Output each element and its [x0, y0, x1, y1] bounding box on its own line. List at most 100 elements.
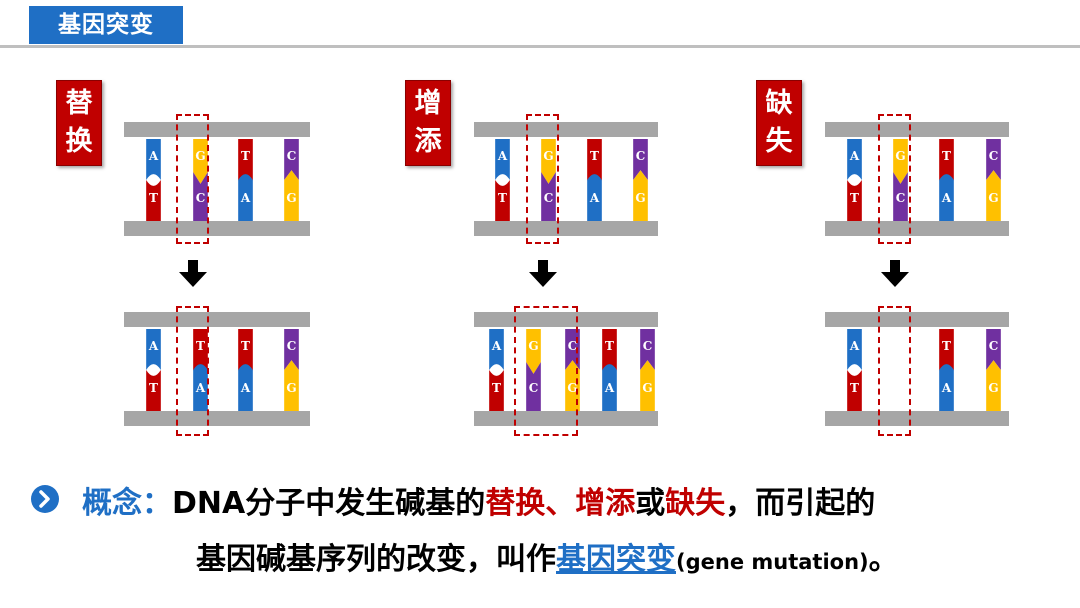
base-letter: G [895, 149, 906, 163]
base-letter: G [567, 381, 578, 395]
base-letter: A [849, 149, 860, 163]
backbone-bottom [124, 411, 310, 426]
base-pair-shape [284, 138, 299, 221]
base-C-top [640, 328, 655, 370]
base-letter: T [605, 339, 614, 353]
base-pair-shape [489, 328, 504, 411]
base-letter: C [567, 339, 578, 353]
base-letter: A [941, 191, 952, 205]
highlight-box-after [878, 306, 911, 436]
base-letter: T [590, 149, 599, 163]
base-letter: T [492, 381, 501, 395]
base-letter: C [286, 149, 297, 163]
concept-keyword-2: 缺失 [665, 486, 726, 521]
chevron-right-icon [31, 485, 59, 513]
arrow-down-icon [528, 260, 558, 288]
base-C-bottom [541, 172, 556, 221]
label-substitution-char-2: 换 [65, 126, 93, 157]
base-A-bottom [238, 174, 253, 221]
base-pair-shape [633, 138, 648, 221]
base-pair-shape [526, 328, 541, 411]
base-letter: A [497, 149, 508, 163]
highlight-box-before [176, 114, 209, 244]
label-substitution-char-1: 替 [65, 88, 93, 119]
concept-line-1: 概念：DNA分子中发生碱基的替换、增添或缺失，而引起的 [82, 478, 875, 522]
base-A-bottom [939, 364, 954, 411]
base-C-top [633, 138, 648, 180]
concept-text-2: 或 [635, 486, 666, 521]
base-letter: C [988, 149, 999, 163]
base-letter: G [642, 381, 653, 395]
base-A-top [847, 328, 862, 370]
base-C-bottom [526, 362, 541, 411]
base-letter: T [850, 191, 859, 205]
base-letter: A [589, 191, 600, 205]
label-substitution: 替 换 [56, 80, 102, 166]
concept-english: (gene mutation) [676, 550, 869, 574]
base-pair-shape [193, 138, 208, 221]
base-A-top [489, 328, 504, 370]
highlight-box-after [176, 306, 209, 436]
base-pair-shape [847, 328, 862, 411]
base-pair-shape [939, 138, 954, 221]
base-G-bottom [284, 170, 299, 221]
base-C-bottom [893, 172, 908, 221]
base-T-bottom [495, 179, 510, 221]
base-A-top [847, 138, 862, 180]
base-letter: G [988, 381, 999, 395]
base-letter: T [942, 339, 951, 353]
base-pair-shape [587, 138, 602, 221]
backbone-bottom [474, 411, 658, 426]
base-letter: C [286, 339, 297, 353]
base-T-bottom [146, 369, 161, 411]
base-T-top [238, 138, 253, 186]
base-pair-shape [986, 328, 1001, 411]
base-letter: G [988, 191, 999, 205]
backbone-bottom [474, 221, 658, 236]
base-letter: G [635, 191, 646, 205]
base-letter: A [491, 339, 502, 353]
highlight-box-before [878, 114, 911, 244]
base-pair-shape [893, 138, 908, 221]
base-pair-shape [939, 328, 954, 411]
base-T-top [602, 328, 617, 376]
base-C-top [284, 138, 299, 180]
base-T-bottom [847, 369, 862, 411]
concept-label: 概念： [82, 486, 172, 521]
base-G-bottom [640, 360, 655, 411]
base-letter: A [941, 381, 952, 395]
base-A-bottom [587, 174, 602, 221]
concept-text-1: DNA分子中发生碱基的 [172, 486, 486, 521]
base-T-top [587, 138, 602, 186]
base-G-top [193, 138, 208, 184]
base-letter: T [149, 191, 158, 205]
base-letter: A [240, 381, 251, 395]
base-letter: A [195, 381, 206, 395]
base-letter: T [241, 339, 250, 353]
base-A-bottom [193, 364, 208, 411]
backbone-bottom [825, 221, 1009, 236]
base-T-bottom [489, 369, 504, 411]
term-link[interactable]: 基因突变 [556, 542, 676, 577]
base-C-top [284, 328, 299, 370]
concept-keyword-1: 替换、增添 [485, 486, 636, 521]
base-letter: T [942, 149, 951, 163]
base-G-top [526, 328, 541, 374]
base-G-bottom [986, 170, 1001, 221]
base-T-top [238, 328, 253, 376]
base-A-bottom [602, 364, 617, 411]
